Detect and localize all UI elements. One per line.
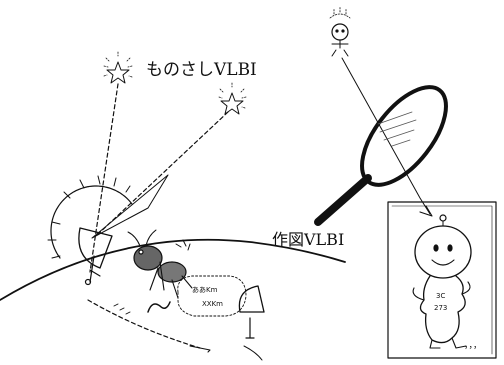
star-id-1-text: 3C — [436, 292, 445, 300]
ray-from-star-1 — [89, 83, 119, 273]
distance-b-text: XXKm — [202, 300, 223, 308]
distance-a-text: ああKm — [192, 286, 218, 294]
worm-ruler — [147, 301, 171, 313]
baseline-path — [87, 299, 201, 349]
radio-dish-icon — [78, 227, 113, 286]
frame-character — [412, 214, 472, 349]
ruler-arm — [91, 174, 169, 239]
ant-character — [127, 229, 193, 299]
picture-frame — [387, 201, 497, 359]
protractor-arc — [50, 185, 133, 259]
ray-from-star-2 — [95, 111, 229, 237]
distance-bubble — [177, 275, 247, 317]
monosashi-vlbi-label: ものさしVLBI — [146, 60, 257, 80]
sakuzu-vlbi-label: 作図VLBI — [272, 230, 345, 249]
little-star-figure — [329, 5, 351, 57]
trail-dots-text: ，，， — [464, 341, 482, 351]
earth-horizon — [0, 238, 346, 301]
radio-dish-icon — [238, 285, 265, 361]
star-icon — [103, 51, 133, 84]
projection-line — [341, 57, 431, 215]
magnifier-icon — [314, 85, 448, 226]
star-icon — [218, 82, 247, 115]
star-id-2-text: 273 — [434, 304, 447, 312]
